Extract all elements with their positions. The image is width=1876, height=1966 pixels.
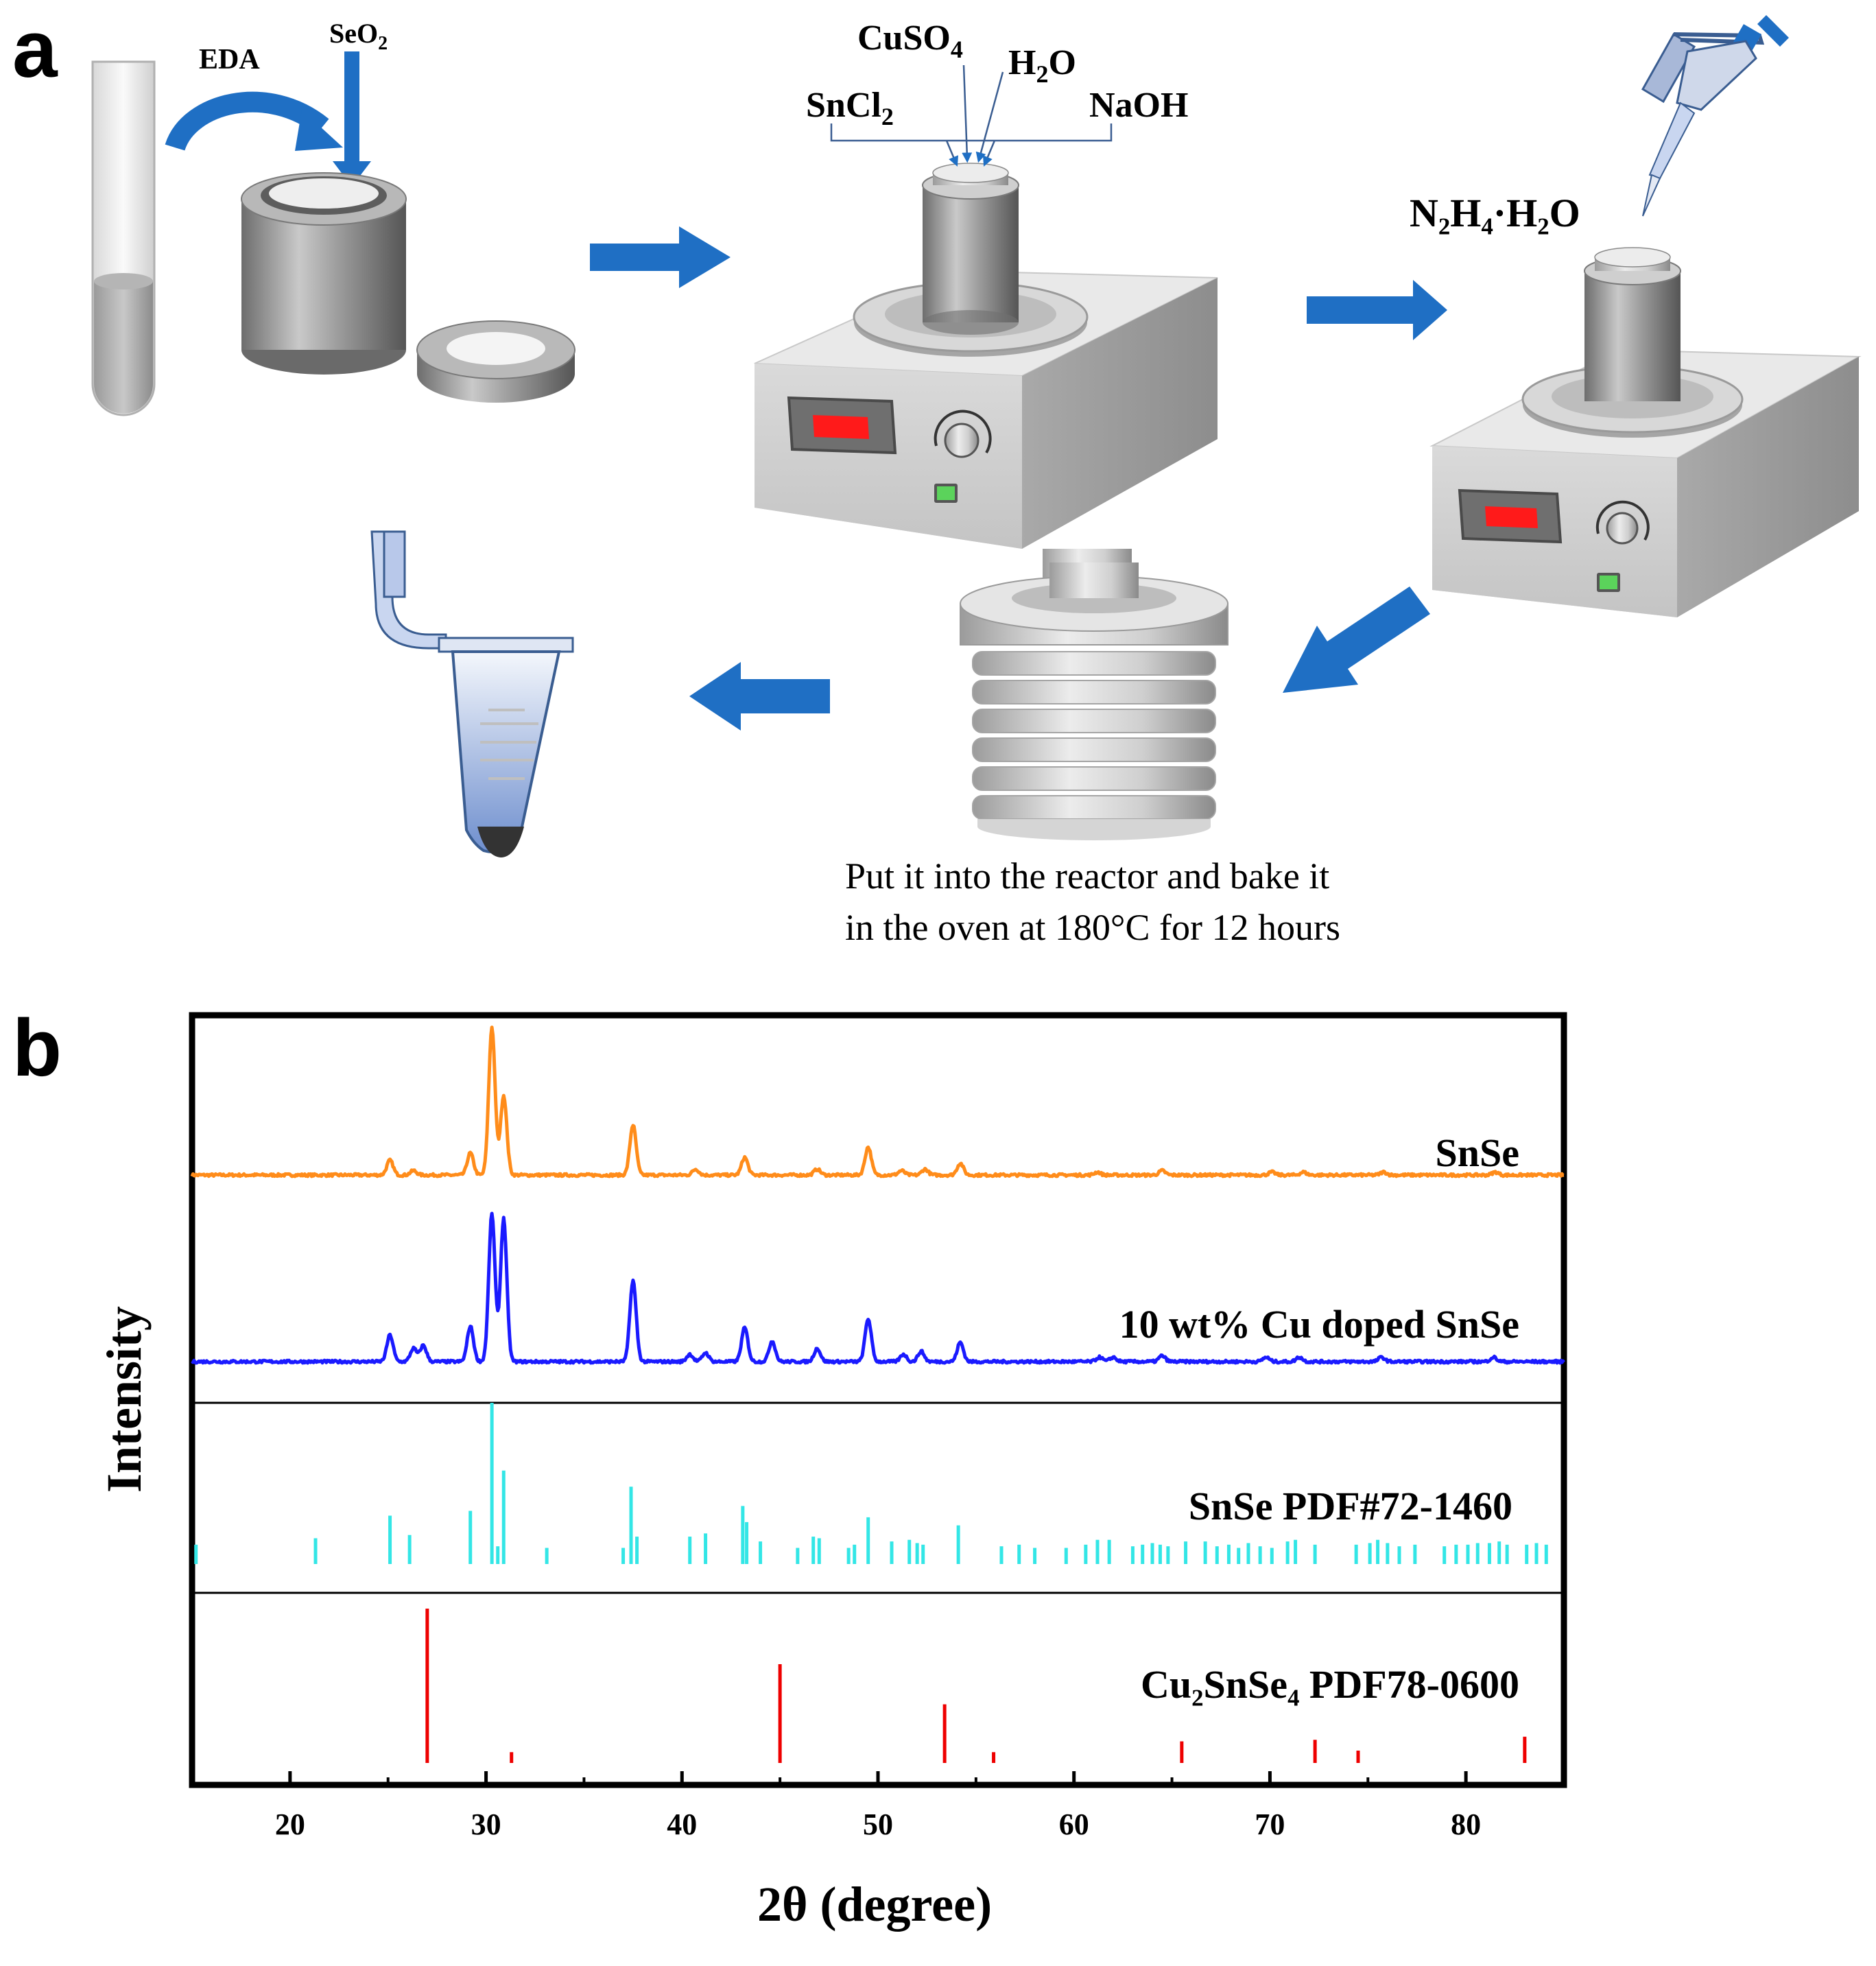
- series-label-snse: SnSe: [1435, 1130, 1519, 1175]
- panel-b: b 20 30 40 50 60 70 80 SnSe 10 wt% Cu doped Sn…: [12, 1003, 1567, 1932]
- flow-arrow-2: [1307, 280, 1447, 340]
- x-tick-label: 50: [863, 1808, 893, 1841]
- x-tick-label: 20: [275, 1808, 305, 1841]
- reagent-bracket: [830, 64, 1113, 167]
- flow-arrow-4: [689, 662, 830, 731]
- oven-note-line2: in the oven at 180°C for 12 hours: [845, 907, 1340, 948]
- label-h2o: H2O: [1008, 43, 1076, 88]
- oven-note-line1: Put it into the reactor and bake it: [845, 855, 1329, 897]
- panel-b-letter: b: [12, 1003, 62, 1093]
- flow-arrow-1: [590, 226, 731, 288]
- label-sncl2: SnCl2: [806, 86, 894, 130]
- x-tick-label: 30: [471, 1808, 501, 1841]
- series-line-1: [191, 1211, 1565, 1365]
- x-tick-label: 70: [1255, 1808, 1285, 1841]
- xrd-traces: [190, 1026, 1565, 1763]
- series-label-snse-pdf: SnSe PDF#72-1460: [1189, 1484, 1512, 1528]
- label-cuso4: CuSO4: [857, 19, 963, 63]
- xrd-chart: 20 30 40 50 60 70 80 SnSe 10 wt% Cu doped SnSe…: [97, 1012, 1567, 1932]
- x-tick-label: 60: [1059, 1808, 1089, 1841]
- x-tick-label: 80: [1451, 1808, 1481, 1841]
- panel-a-letter: a: [12, 4, 58, 95]
- x-tick-label: 40: [667, 1808, 697, 1841]
- display-icon: [813, 415, 869, 439]
- label-seo2: SeO2: [329, 18, 388, 54]
- hotplate-stirrer-2-icon: [1429, 247, 1862, 617]
- x-axis-ticks: 20 30 40 50 60 70 80: [191, 1771, 1565, 1841]
- reactor-icon: [960, 549, 1228, 840]
- label-eda: EDA: [199, 44, 260, 75]
- series-label-cu2snse4-pdf: Cu₂SnSe₄ PDF78-0600: [1141, 1662, 1519, 1707]
- pipette-icon: [1641, 15, 1789, 217]
- centrifuge-tube-icon: [370, 530, 574, 857]
- x-axis-label: 2θ (degree): [757, 1877, 992, 1932]
- autoclave-liner-icon: [241, 172, 407, 375]
- y-axis-label: Intensity: [97, 1306, 152, 1493]
- seo2-addition-arrow: [333, 51, 371, 187]
- autoclave-lid-icon: [416, 320, 575, 403]
- label-hydrazine: N₂H₄·H₂O: [1410, 191, 1580, 235]
- panel-a: a EDA SeO2: [12, 4, 1862, 948]
- hotplate-stirrer-icon: [754, 163, 1218, 549]
- eda-transfer-arrow: [165, 91, 343, 152]
- flow-arrow-3: [1283, 587, 1430, 693]
- label-naoh: NaOH: [1089, 86, 1188, 125]
- series-line-0: [190, 1026, 1565, 1179]
- test-tube-icon: [91, 60, 156, 416]
- series-label-cu-doped: 10 wt% Cu doped SnSe: [1119, 1302, 1519, 1347]
